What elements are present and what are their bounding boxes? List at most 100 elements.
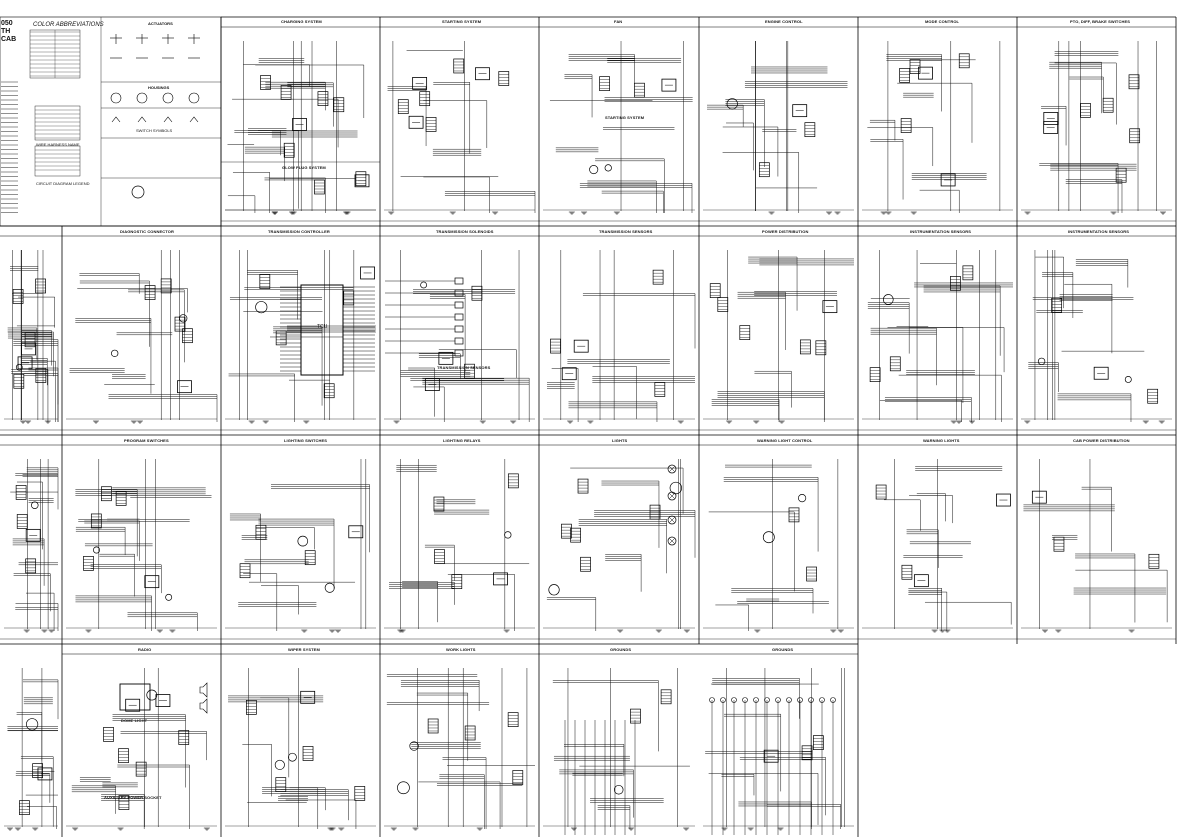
sensor-symbol [882, 294, 894, 305]
connector-symbol [16, 514, 28, 529]
relay-symbol [996, 493, 1011, 507]
connector-symbol [801, 745, 813, 761]
panel-title-mode-control: MODE CONTROL [925, 19, 960, 24]
connector-symbol [804, 122, 816, 138]
panel-title-fan: FAN [614, 19, 623, 24]
sensor-symbol [146, 689, 158, 701]
panel-subtitle-glow-plug: GLOW PLUG SYSTEM [282, 165, 326, 170]
sensor-symbol [15, 363, 23, 371]
sensor-symbol [324, 582, 335, 593]
sensor-symbol [93, 546, 100, 554]
solenoid-symbol [454, 301, 464, 309]
sensor-symbol [420, 281, 427, 289]
connector-symbol [178, 730, 190, 745]
ground-terminal [775, 697, 781, 703]
ground-symbol [950, 420, 957, 424]
ground-symbol [721, 827, 728, 831]
relay-symbol [348, 525, 364, 539]
switch-symbol [163, 116, 173, 123]
sensor-symbol [111, 349, 119, 358]
ground-symbol [41, 629, 48, 633]
connector-symbol [630, 708, 641, 724]
circuit-diagram-heading: CIRCUIT DIAGRAM LEGEND [36, 181, 90, 186]
housings-heading: HOUSINGS [148, 85, 170, 90]
connector-symbol [280, 85, 292, 100]
ground-terminal [830, 697, 836, 703]
connector-symbol [899, 68, 910, 83]
ground-symbol [329, 629, 336, 633]
sensor-symbol [274, 759, 285, 770]
relay-symbol [918, 66, 933, 80]
connector-symbol [83, 556, 94, 571]
relay-symbol [792, 104, 808, 118]
housing-symbol [110, 92, 122, 104]
ground-symbol [48, 629, 55, 633]
relay-symbol [354, 174, 370, 188]
ground-symbol [289, 211, 296, 215]
sensor-symbol [31, 501, 39, 509]
ground-symbol [1055, 629, 1062, 633]
lamp-symbol [667, 536, 677, 546]
connector-symbol [813, 735, 824, 750]
connector-symbol [255, 524, 267, 540]
sensor-symbol [798, 494, 807, 503]
ground-symbol [303, 420, 310, 424]
solenoid-symbol [454, 325, 464, 333]
connector-symbol [419, 91, 431, 107]
ground-terminal [731, 697, 737, 703]
connector-symbol [343, 290, 355, 306]
connector-symbol [660, 689, 672, 705]
connector-symbol [550, 338, 561, 354]
connector-symbol [355, 171, 367, 187]
connector-symbol [35, 368, 47, 383]
ground-symbol [581, 211, 588, 215]
ground-symbol [476, 827, 483, 831]
ground-symbol [492, 211, 499, 215]
connector-symbol [354, 786, 366, 801]
ground-symbol [1142, 420, 1149, 424]
solenoid-symbol [454, 277, 464, 285]
connector-symbol [958, 53, 970, 69]
tcu-module [300, 284, 344, 376]
tcu-module-label: TCU [317, 324, 328, 330]
sensor-symbol [548, 584, 560, 596]
connector-symbol [806, 566, 817, 582]
connector-symbol [182, 328, 193, 344]
connector-symbol [434, 549, 445, 564]
connector-symbol [259, 274, 271, 289]
connector-symbol [397, 99, 409, 115]
panel-title-diagnostic-connector: DIAGNOSTIC CONNECTOR [120, 229, 174, 234]
sensor-symbol [762, 531, 775, 544]
relay-symbol [475, 67, 490, 81]
relay-symbol [37, 767, 53, 781]
relay-symbol [1093, 366, 1109, 380]
ground-symbol [327, 827, 334, 831]
sensor-symbol [297, 535, 309, 547]
panel-title-lights: LIGHTS [612, 438, 628, 443]
ground-terminal [819, 697, 825, 703]
ground-symbol [777, 827, 784, 831]
connector-symbol [758, 162, 770, 178]
connector-symbol [425, 117, 437, 132]
connector-symbol [869, 367, 881, 382]
relay-symbol [300, 690, 316, 704]
connector-symbol [649, 504, 661, 520]
panel-title-lighting-switches: LIGHTING SWITCHES [284, 438, 328, 443]
panel-title-warning-light-control: WARNING LIGHT CONTROL [757, 438, 813, 443]
connector-symbol [1053, 536, 1065, 552]
ground-symbol [568, 211, 575, 215]
ground-symbol [910, 211, 917, 215]
ground-terminal [720, 697, 726, 703]
connector-symbol [302, 746, 314, 761]
sensor-symbol [589, 165, 599, 175]
relay-symbol [144, 575, 160, 589]
switch-symbol [189, 116, 199, 123]
ground-symbol [203, 827, 210, 831]
panel-title-lighting-relays: LIGHTING RELAYS [443, 438, 481, 443]
ground-symbol [726, 420, 733, 424]
connector-symbol [1080, 103, 1091, 118]
ground-symbol [571, 827, 578, 831]
connector-symbol [118, 795, 130, 810]
connector-symbol [599, 76, 610, 91]
